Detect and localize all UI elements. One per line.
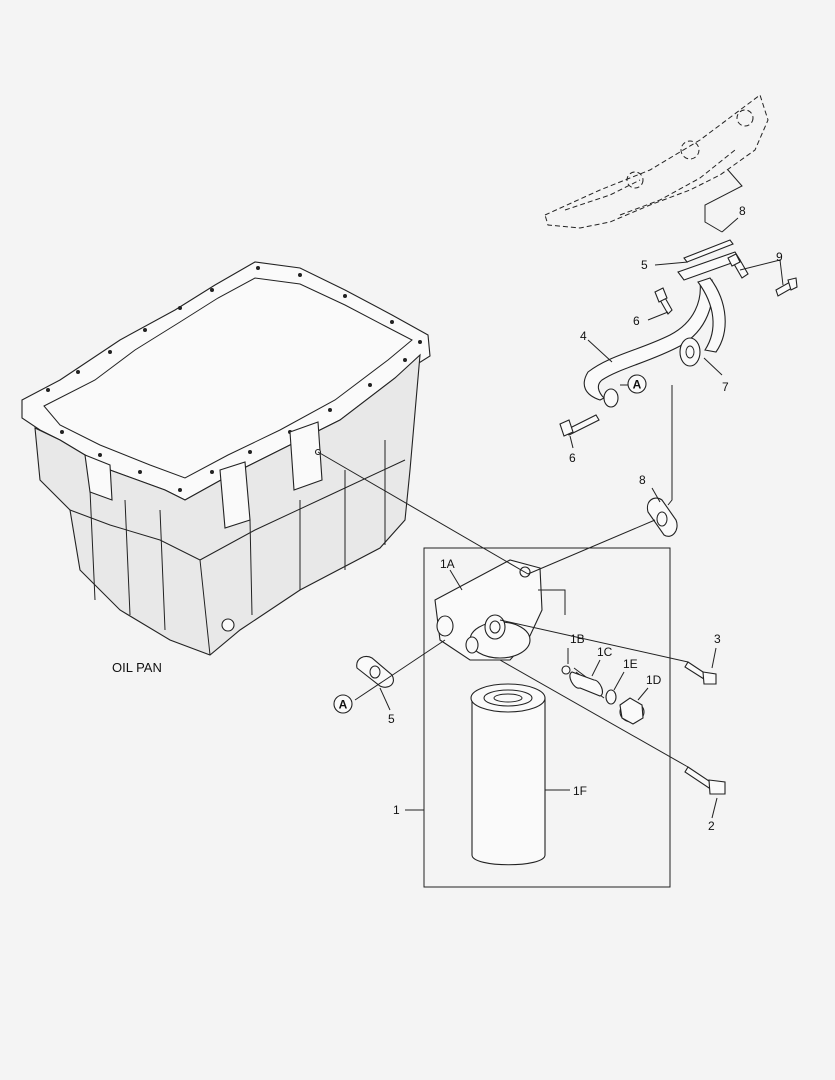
callout-1e: 1E [623,657,638,671]
svg-text:A: A [339,698,348,712]
filter-element [470,683,546,866]
callout-3: 3 [714,632,721,646]
callout-8-top: 8 [739,204,746,218]
callout-9: 9 [776,250,783,264]
engine-block-fragment [544,94,769,233]
callout-8-mid: 8 [639,473,646,487]
callout-labels: 8 5 9 6 4 7 6 8 1A 1B 1C 1E 1D 3 5 1F 1 … [388,204,783,833]
leader-lines [317,217,784,819]
gasket-5-bottom [356,655,394,688]
filter-assembly-box [423,547,671,888]
oil-pan: OIL PAN [21,261,431,675]
oil-tube [583,251,741,408]
callout-1b: 1B [570,632,585,646]
callout-7: 7 [722,380,729,394]
callout-1f: 1F [573,784,587,798]
spring [569,667,605,699]
gasket-5-top [683,239,734,263]
callout-1d: 1D [646,673,662,687]
callout-5-bottom: 5 [388,712,395,726]
svg-text:A: A [633,378,642,392]
callout-6-bottom: 6 [569,451,576,465]
oil-pan-label: OIL PAN [112,660,162,675]
callout-6-top: 6 [633,314,640,328]
callout-1c: 1C [597,645,613,659]
callout-5-top: 5 [641,258,648,272]
o-ring-1e [605,689,617,705]
gasket-8-mid [646,497,678,537]
o-ring-1b [561,665,571,675]
filter-head [434,559,543,661]
callout-4: 4 [580,329,587,343]
callout-1: 1 [393,803,400,817]
callout-1a: 1A [440,557,455,571]
plug [619,697,645,725]
ref-a-top: A [627,374,647,394]
bolt-2 [684,766,726,795]
bolt-3 [684,661,717,685]
bolts-upper [559,253,798,437]
ref-a-bottom: A [333,694,353,714]
callout-2: 2 [708,819,715,833]
